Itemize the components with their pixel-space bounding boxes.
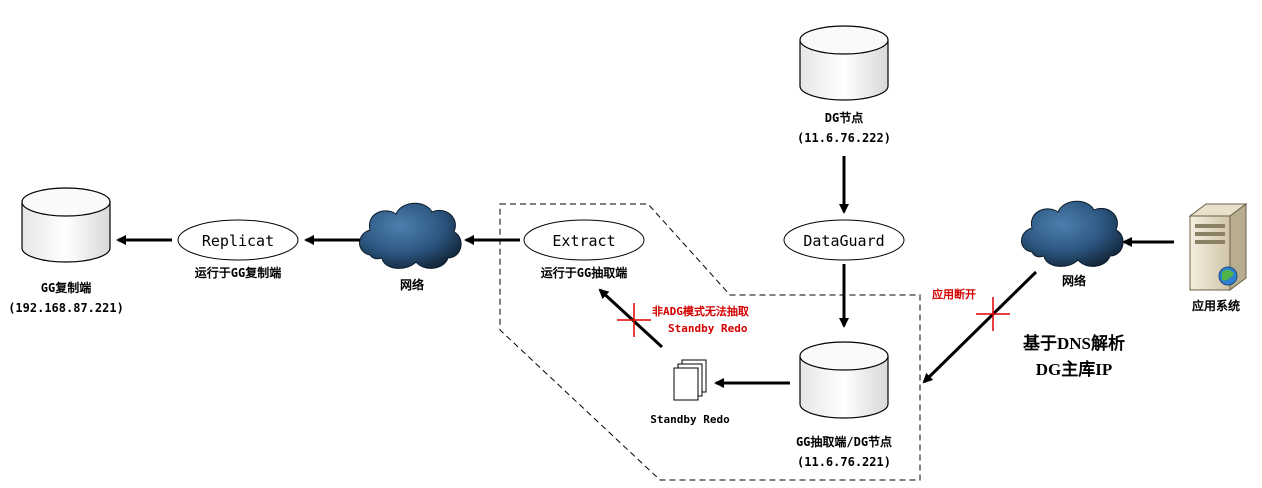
standby-redo-label: Standby Redo — [650, 413, 730, 426]
dns-note-line1: 基于DNS解析 — [1022, 333, 1125, 353]
extract-caption: 运行于GG抽取端 — [541, 265, 627, 280]
replicat-process-node — [177, 219, 299, 261]
dg-node-ip: (11.6.76.222) — [797, 131, 891, 145]
gg-replicat-database-icon — [21, 187, 111, 263]
dg-node-database-icon — [799, 25, 889, 101]
application-server-icon — [1188, 203, 1248, 291]
app-disconnect-note: 应用断开 — [932, 287, 976, 301]
gg-extract-database-icon — [799, 341, 889, 419]
extract-label: Extract — [552, 232, 615, 250]
standby-redo-document-icon — [673, 359, 707, 401]
adg-note-line2: Standby Redo — [668, 322, 748, 335]
gg-extract-db-name: GG抽取端/DG节点 — [796, 434, 892, 449]
extract-process-node — [523, 219, 645, 261]
blocked-cross-icon — [976, 297, 1010, 331]
network-cloud-icon — [359, 202, 462, 269]
app-system-label: 应用系统 — [1192, 298, 1240, 313]
gg-replicat-db-name: GG复制端 — [41, 280, 91, 295]
network-left-label: 网络 — [400, 277, 424, 292]
dataguard-label: DataGuard — [803, 232, 884, 250]
gg-replicat-db-ip: (192.168.87.221) — [8, 301, 124, 315]
dns-note-line2: DG主库IP — [1036, 359, 1113, 379]
replicat-caption: 运行于GG复制端 — [195, 265, 281, 280]
network-right-label: 网络 — [1062, 273, 1086, 288]
arrow-network-to-gg-db-disconnected — [922, 270, 1038, 384]
replicat-label: Replicat — [202, 232, 274, 250]
adg-note-line1: 非ADG模式无法抽取 — [652, 304, 749, 318]
gg-extract-db-ip: (11.6.76.221) — [797, 455, 891, 469]
extract-site-boundary — [499, 203, 921, 481]
arrow-redo-to-extract-blocked — [598, 288, 664, 349]
blocked-cross-icon — [617, 303, 651, 337]
dataguard-node — [783, 219, 905, 261]
dg-node-name: DG节点 — [825, 110, 863, 125]
network-cloud-icon — [1021, 200, 1124, 267]
